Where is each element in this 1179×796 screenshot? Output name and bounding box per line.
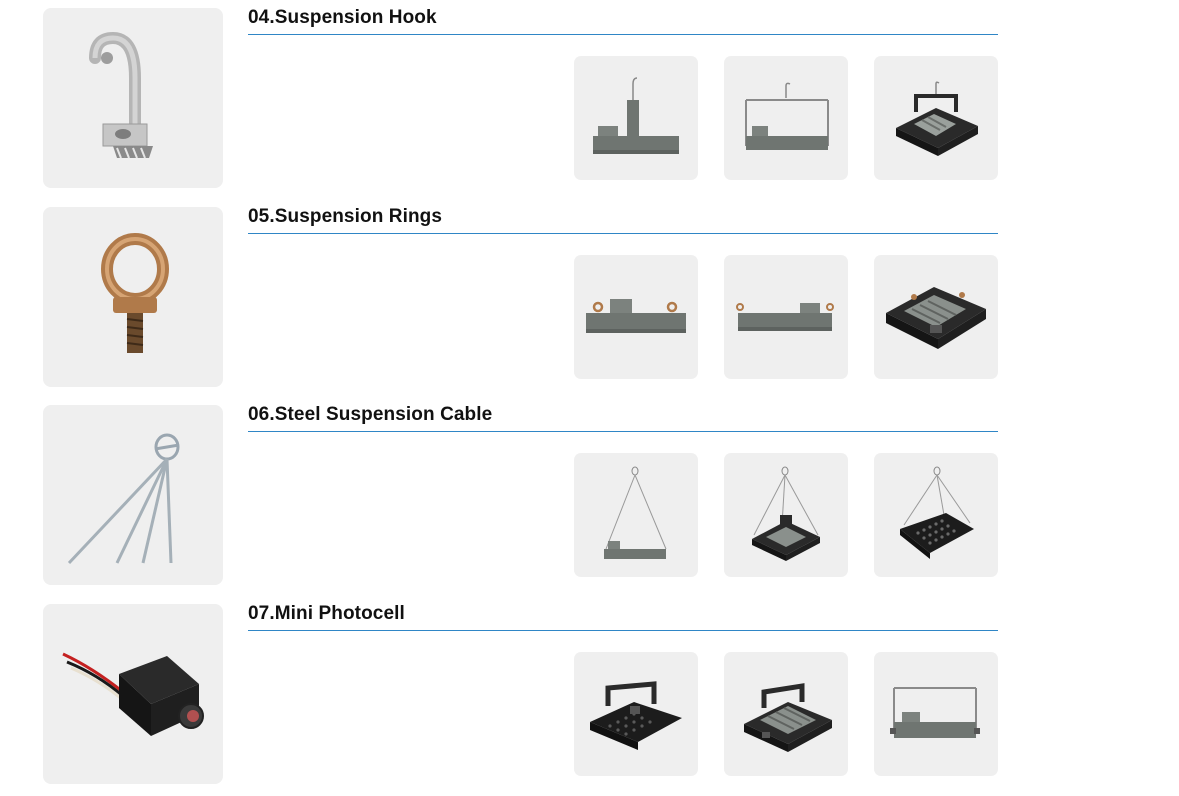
section-divider	[248, 630, 998, 631]
section-suspension-hook: 04.Suspension Hook	[0, 7, 1179, 198]
section-divider	[248, 34, 998, 35]
section-title: 04.Suspension Hook	[248, 7, 437, 28]
section-title: 07.Mini Photocell	[248, 603, 405, 624]
section-title: 05.Suspension Rings	[248, 206, 443, 227]
section-divider	[248, 233, 998, 234]
section-steel-suspension-cable: 06.Steel Suspension Cable	[0, 404, 1179, 595]
hook-bracket-front-view	[724, 56, 848, 180]
rings-mounted-side-view	[574, 255, 698, 379]
cable-hanging-isometric-view	[724, 453, 848, 577]
section-divider	[248, 431, 998, 432]
suspension-hook-image	[43, 8, 223, 188]
hook-bracket-isometric-view	[874, 56, 998, 180]
rings-mounted-isometric-view	[874, 255, 998, 379]
hook-mounted-side-view	[574, 56, 698, 180]
photocell-bracket-isometric-view	[574, 652, 698, 776]
eye-bolt-ring-image	[43, 207, 223, 387]
photocell-image	[43, 604, 223, 784]
section-title: 06.Steel Suspension Cable	[248, 404, 493, 425]
photocell-bracket-front-view	[874, 652, 998, 776]
steel-cable-image	[43, 405, 223, 585]
photocell-top-isometric-view	[724, 652, 848, 776]
section-mini-photocell: 07.Mini Photocell	[0, 603, 1179, 794]
cable-hanging-bottom-view	[874, 453, 998, 577]
cable-hanging-side-view	[574, 453, 698, 577]
rings-mounted-front-view	[724, 255, 848, 379]
section-suspension-rings: 05.Suspension Rings	[0, 206, 1179, 397]
